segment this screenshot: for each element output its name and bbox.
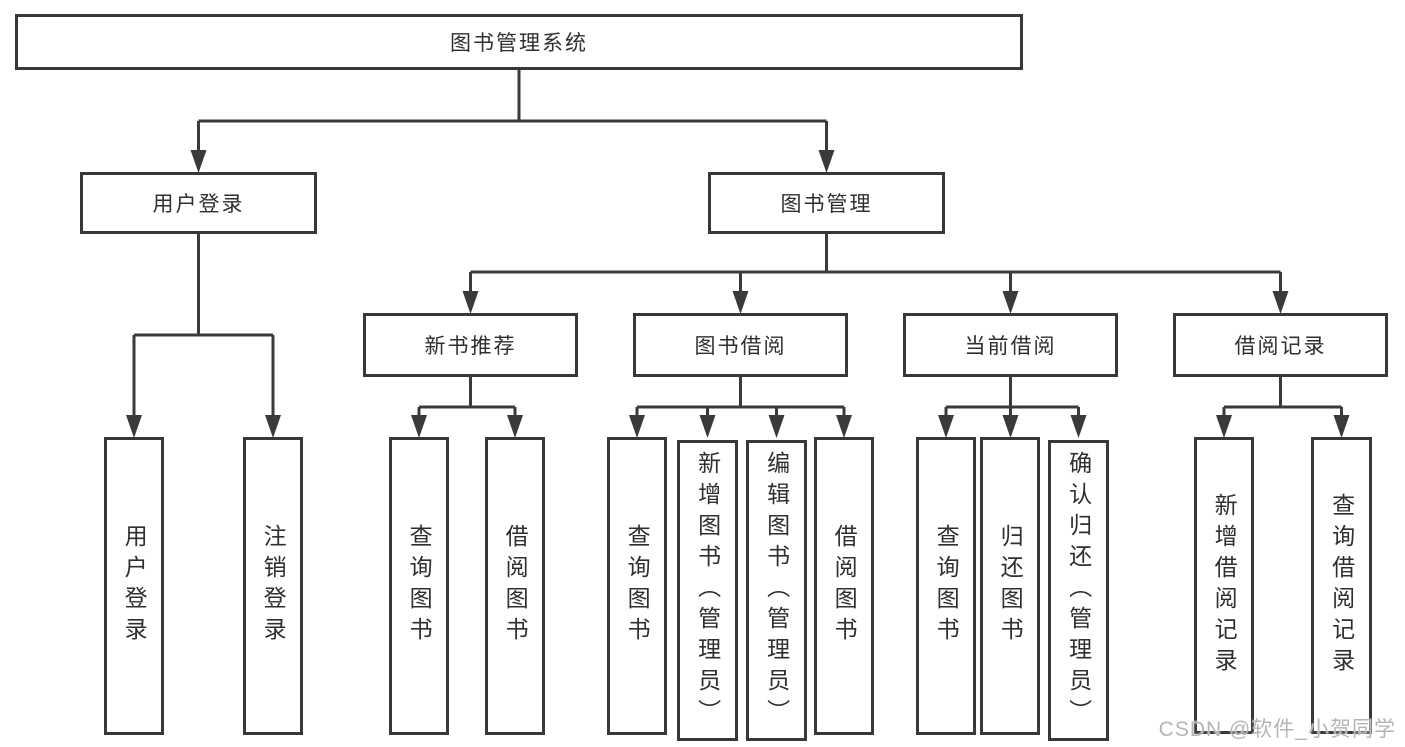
leaf-add-books-admin: 新增图书（管理员） xyxy=(677,440,738,741)
leaf-confirm-return-admin-label: 确认归还（管理员） xyxy=(1065,451,1092,730)
leaf-newbook-borrow-books-label: 借阅图书 xyxy=(502,524,529,648)
node-current-borrowing: 当前借阅 xyxy=(903,313,1118,377)
connector-user-login-to-leaves xyxy=(126,234,281,438)
leaf-current-query-books: 查询图书 xyxy=(916,437,976,735)
connector-book-borrow-to-leaves xyxy=(629,377,852,438)
connector-borrow-record-to-leaves xyxy=(1216,377,1350,438)
leaf-borrowing-query-books: 查询图书 xyxy=(607,437,667,735)
node-book-borrowing: 图书借阅 xyxy=(633,313,848,377)
connector-book-management-to-level3 xyxy=(462,234,1289,314)
node-book-management: 图书管理 xyxy=(708,172,945,234)
leaf-query-borrow-record-label: 查询借阅记录 xyxy=(1328,492,1355,679)
leaf-return-books-label: 归还图书 xyxy=(997,524,1024,648)
connector-root-to-level2 xyxy=(190,70,835,173)
node-borrowing-records: 借阅记录 xyxy=(1173,313,1388,377)
leaf-borrowing-query-books-label: 查询图书 xyxy=(624,524,651,648)
leaf-add-borrow-record: 新增借阅记录 xyxy=(1194,437,1254,734)
leaf-confirm-return-admin: 确认归还（管理员） xyxy=(1048,440,1109,741)
leaf-newbook-query-books: 查询图书 xyxy=(389,437,449,735)
leaf-borrowing-borrow-books-label: 借阅图书 xyxy=(831,524,858,648)
leaf-add-books-admin-label: 新增图书（管理员） xyxy=(694,451,721,730)
leaf-borrowing-borrow-books: 借阅图书 xyxy=(814,437,874,735)
connector-new-book-to-leaves xyxy=(411,377,523,438)
leaf-edit-books-admin-label: 编辑图书（管理员） xyxy=(763,451,790,730)
connector-current-borrow-to-leaves xyxy=(938,377,1087,438)
node-library-management-system: 图书管理系统 xyxy=(15,14,1023,70)
node-new-book-recommendation-label: 新书推荐 xyxy=(424,335,517,358)
node-book-borrowing-label: 图书借阅 xyxy=(694,335,787,358)
leaf-user-login-label: 用户登录 xyxy=(121,524,148,648)
leaf-newbook-query-books-label: 查询图书 xyxy=(406,524,433,648)
leaf-current-query-books-label: 查询图书 xyxy=(933,524,960,648)
node-borrowing-records-label: 借阅记录 xyxy=(1234,335,1327,358)
node-user-login: 用户登录 xyxy=(80,172,317,234)
leaf-newbook-borrow-books: 借阅图书 xyxy=(485,437,545,735)
node-library-management-system-label: 图书管理系统 xyxy=(450,32,588,55)
leaf-return-books: 归还图书 xyxy=(980,437,1040,735)
leaf-edit-books-admin: 编辑图书（管理员） xyxy=(746,440,807,741)
node-current-borrowing-label: 当前借阅 xyxy=(964,335,1057,358)
leaf-logout-label: 注销登录 xyxy=(260,524,287,648)
node-book-management-label: 图书管理 xyxy=(780,193,873,216)
leaf-add-borrow-record-label: 新增借阅记录 xyxy=(1211,492,1238,679)
leaf-query-borrow-record: 查询借阅记录 xyxy=(1311,437,1372,734)
leaf-logout: 注销登录 xyxy=(243,437,303,735)
node-new-book-recommendation: 新书推荐 xyxy=(363,313,578,377)
node-user-login-label: 用户登录 xyxy=(152,193,245,216)
leaf-user-login: 用户登录 xyxy=(104,437,164,735)
watermark-csdn: CSDN @软件_小贺同学 xyxy=(1158,718,1396,741)
